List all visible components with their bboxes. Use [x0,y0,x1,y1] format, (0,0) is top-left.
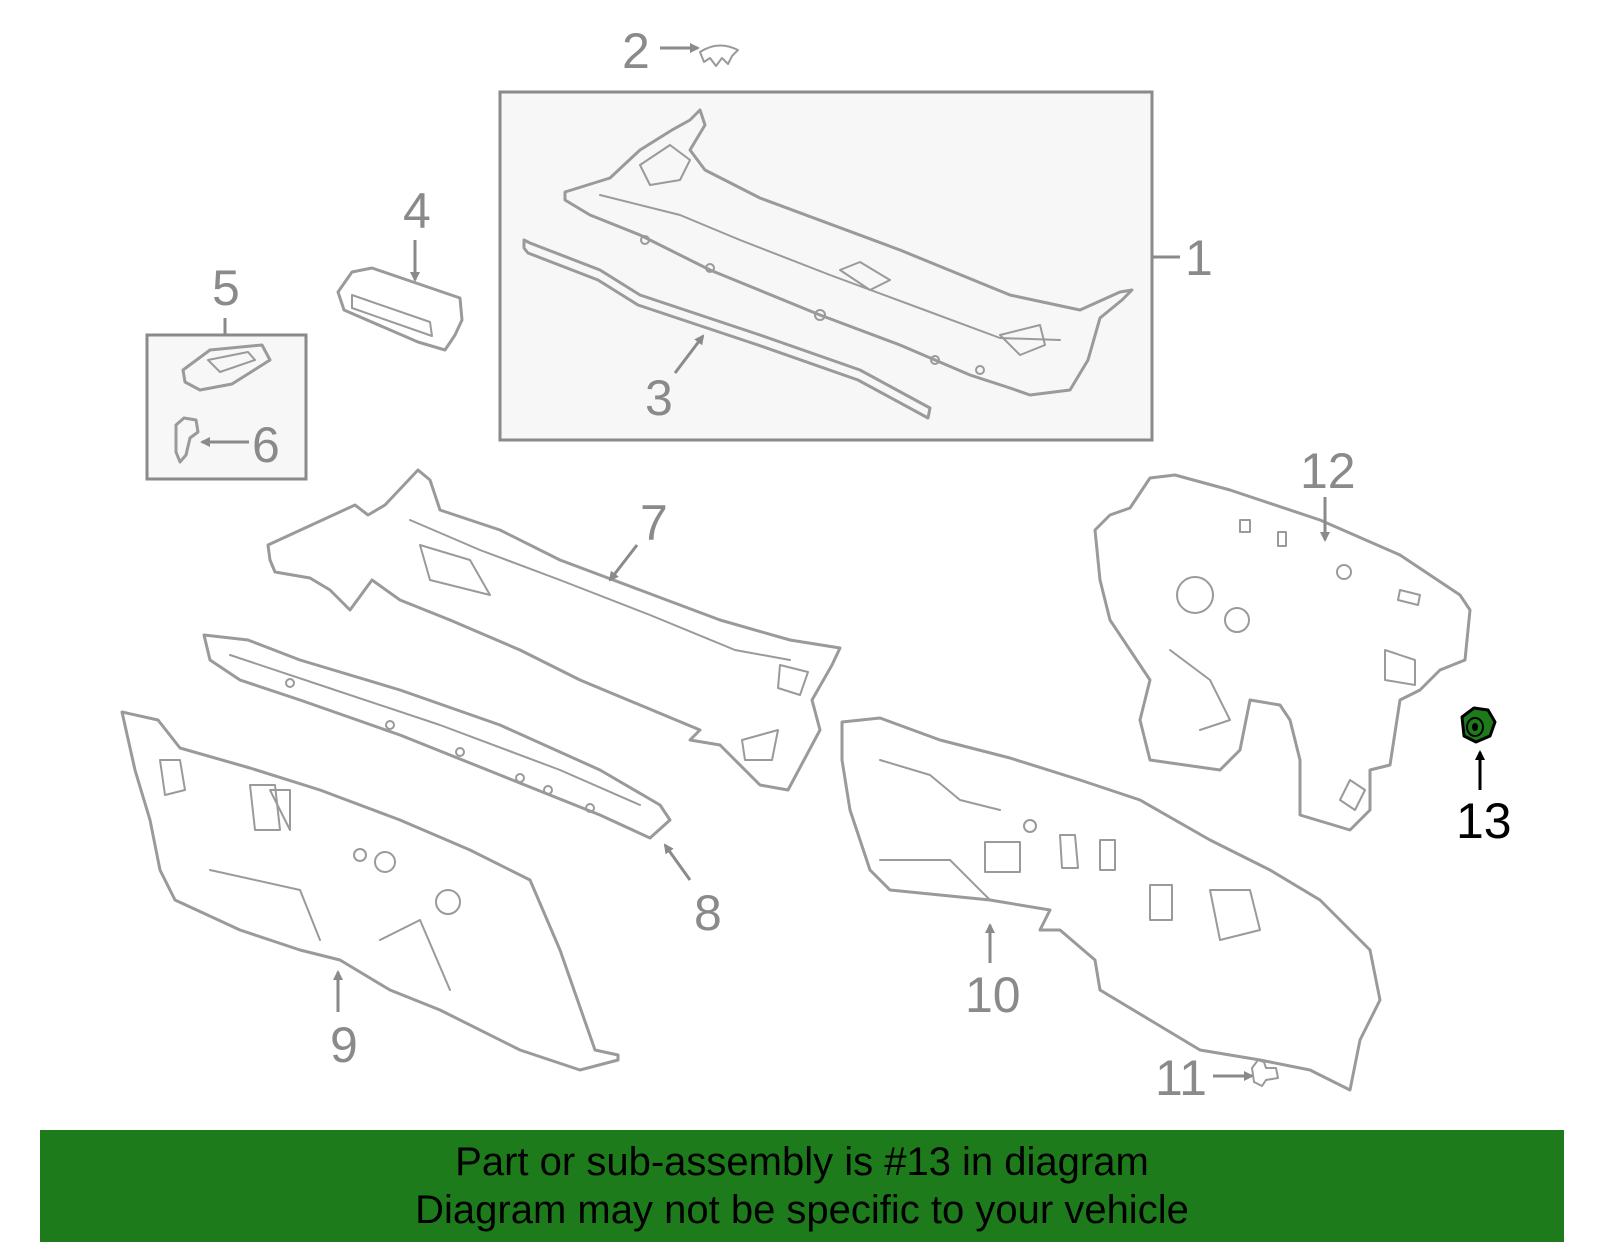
banner-line-2: Diagram may not be specific to your vehi… [415,1188,1189,1232]
callout-12: 12 [1300,443,1356,499]
part-11-clip [1251,1059,1279,1087]
callout-10: 10 [965,967,1021,1023]
parts-diagram: 1 2 3 4 5 6 7 8 9 10 11 12 13 [120,23,1512,1106]
callout-7: 7 [640,495,668,551]
part-13-grommet [1460,706,1497,744]
info-banner: Part or sub-assembly is #13 in diagram D… [40,1130,1564,1242]
callout-2: 2 [622,23,650,79]
callout-4: 4 [403,183,431,239]
part-1-cowl-panel [563,108,1134,397]
callout-11: 11 [1155,1050,1207,1106]
part-7-upper-cowl [266,468,842,792]
callout-8: 8 [694,885,722,941]
part-4-bracket [336,266,464,352]
assembly-box-1-3 [498,90,1154,442]
leader-lines [200,43,1485,1081]
assembly-box-5-6 [145,333,308,481]
callout-9: 9 [330,1017,358,1073]
part-12-outer-insulator [1093,473,1472,832]
callout-1: 1 [1185,230,1213,286]
callout-3: 3 [645,370,673,426]
part-6-bolt [174,416,200,464]
part-8-reinforcement [202,633,672,840]
part-9-dash-insulator [120,710,620,1072]
banner-line-1: Part or sub-assembly is #13 in diagram [455,1140,1149,1184]
callout-5: 5 [212,260,240,316]
part-3-seal-strip [522,238,932,420]
callout-13: 13 [1456,793,1512,849]
part-5-bracket [181,343,272,392]
callout-6: 6 [252,417,280,473]
part-2-clip [699,44,739,67]
